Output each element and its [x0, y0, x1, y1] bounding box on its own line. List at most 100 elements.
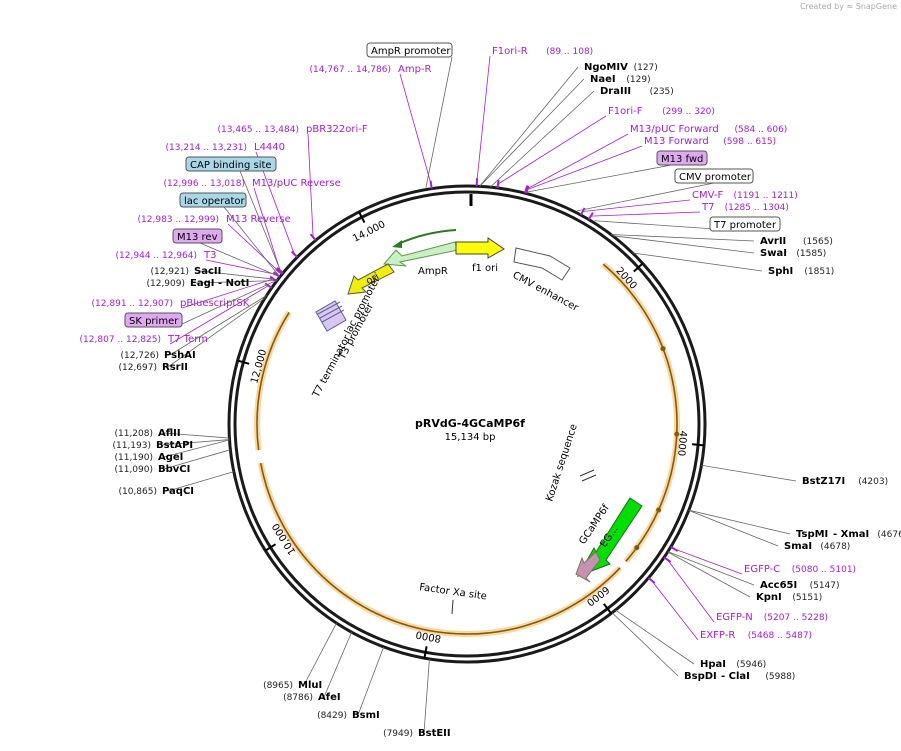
ori-feature[interactable] [347, 263, 395, 295]
site-name: SphI [768, 266, 793, 277]
site-position: (4676) [877, 530, 901, 540]
site-draiii[interactable]: DraIII(235) [600, 86, 674, 97]
site-hpai[interactable]: HpaI(5946) [700, 659, 766, 670]
leader-agei [163, 439, 230, 458]
primer-leader-f1ori-r [476, 55, 491, 183]
leader-paqci [167, 471, 234, 492]
site-avrii[interactable]: AvrII(1565) [760, 236, 833, 247]
site-name: BspDI [684, 671, 717, 682]
primer-cmv-f[interactable]: CMV-F(1191 .. 1211) [692, 190, 798, 201]
primer-m13-reverse[interactable]: M13 Reverse(12,983 .. 12,999) [138, 214, 291, 225]
site-name: DraIII [600, 86, 631, 97]
cmv-enhancer-feature[interactable] [513, 247, 571, 281]
site-rsrii[interactable]: RsrII(12,697) [118, 362, 188, 373]
primer-m13-forward[interactable]: M13 Forward(598 .. 615) [644, 136, 776, 147]
site-bsmi[interactable]: BsmI(8429) [317, 710, 380, 721]
box-cmv-promoter[interactable]: CMV promoter [674, 168, 754, 184]
primer-name: F1ori-R [492, 46, 528, 57]
orange-arc-gene-3[interactable] [256, 311, 290, 451]
ampr-feature[interactable] [382, 241, 459, 267]
box-ampr-promoter[interactable]: AmpR promoter [366, 42, 453, 58]
svg-text:CMV promoter: CMV promoter [679, 172, 752, 183]
site-eagi[interactable]: EagI - NotI(12,909) [146, 278, 249, 289]
site-sacii[interactable]: SacII(12,921) [150, 266, 221, 277]
site-name: RsrII [162, 362, 188, 373]
site-position: (11,090) [114, 465, 153, 475]
site-tspmi[interactable]: TspMI- XmaI(4676) [796, 529, 901, 540]
primer-leader-amp-r [399, 73, 432, 185]
primer-leader-cmv-f [582, 199, 691, 212]
box-leader-1 [425, 56, 453, 188]
gcamp6f-arrow[interactable] [575, 551, 601, 583]
site-position: (5988) [765, 672, 795, 682]
box-sk-primer[interactable]: SK primer [124, 312, 183, 328]
site-bstapi[interactable]: BstAPI(11,193) [112, 440, 193, 451]
primer-pbluescriptsk[interactable]: pBluescriptSK(12,891 .. 12,907) [92, 298, 250, 309]
credit-prefix: Created by [799, 2, 844, 11]
leader-mlui [303, 622, 337, 686]
site-aflii[interactable]: AflII(11,208) [114, 428, 180, 439]
leader-smai [688, 509, 779, 547]
site-mlui[interactable]: MluI(8965) [263, 680, 322, 691]
site-bbvci[interactable]: BbvCI(11,090) [114, 464, 190, 475]
primer-leader-m13-forward [527, 145, 643, 190]
site-agei[interactable]: AgeI(11,190) [114, 452, 183, 463]
primer-t7-term[interactable]: T7 Term(12,807 .. 12,825) [80, 334, 208, 345]
primer-l4440[interactable]: L4440(13,214 .. 13,231) [166, 142, 285, 153]
site-afei[interactable]: AfeI(8786) [283, 692, 341, 703]
site-pshai[interactable]: PshAI(12,726) [120, 350, 195, 361]
tick-label-14000: 14,000 [351, 219, 387, 245]
svg-text:CAP binding site: CAP binding site [190, 160, 272, 171]
leader-hpai [615, 609, 695, 665]
primer-name: EGFP-C [744, 564, 780, 575]
tick-mark-10000 [264, 543, 277, 552]
orange-arc-gene-2[interactable] [259, 462, 621, 635]
site-position: (12,909) [146, 279, 185, 289]
ampr-direction-arrowhead [392, 240, 402, 248]
primer-m13-puc-reverse[interactable]: M13/pUC Reverse(12,996 .. 13,018) [164, 178, 341, 189]
box-lac-operator[interactable]: lac operator [179, 192, 247, 208]
site-bsteii[interactable]: BstEII(7949) [383, 728, 451, 739]
site-bspdi[interactable]: BspDI- ClaI(5988) [684, 671, 795, 682]
primer-pbr322ori-f[interactable]: pBR322ori-F(13,465 .. 13,484) [218, 124, 368, 135]
site-paqci[interactable]: PaqCI(10,865) [118, 486, 194, 497]
primer-amp-r[interactable]: Amp-R(14,767 .. 14,786) [310, 64, 432, 75]
primer-egfp-n[interactable]: EGFP-N(5207 .. 5228) [716, 612, 828, 623]
primer-t7[interactable]: T7(1285 .. 1304) [701, 202, 789, 213]
primer-m13-puc-forward[interactable]: M13/pUC Forward(584 .. 606) [630, 124, 787, 135]
site-ngomiv[interactable]: NgoMIV(127) [584, 62, 658, 73]
leader-bspdi [611, 612, 679, 677]
promoter-cluster [315, 300, 347, 332]
leader-acc65i [667, 551, 755, 586]
primer-name: M13/pUC Forward [630, 124, 719, 135]
box-cap-binding-site[interactable]: CAP binding site [185, 156, 277, 172]
primer-site-f1ori-f [496, 179, 500, 189]
site-name: BstAPI [156, 440, 193, 451]
site-acc65i[interactable]: Acc65I(5147) [760, 580, 840, 591]
primer-site-m13-reverse [275, 268, 283, 275]
site-swai[interactable]: SwaI(1585) [760, 248, 826, 259]
site-smai[interactable]: SmaI(4678) [784, 541, 850, 552]
primer-name: M13 Forward [644, 136, 709, 147]
primer-egfp-c[interactable]: EGFP-C(5080 .. 5101) [744, 564, 856, 575]
primer-f1ori-r[interactable]: F1ori-R(89 .. 108) [492, 46, 593, 57]
primer-f1ori-f[interactable]: F1ori-F(299 .. 320) [608, 106, 715, 117]
ampr-label: AmpR [418, 266, 448, 277]
box-m13-fwd[interactable]: M13 fwd [656, 150, 708, 166]
primer-site-t7-term [264, 282, 273, 289]
site-position: (5147) [810, 581, 840, 591]
site-kpni[interactable]: KpnI(5151) [756, 592, 822, 603]
f1-ori-feature[interactable] [455, 237, 505, 259]
orange-arc-gene-1[interactable] [602, 263, 678, 562]
ori-label: ori [364, 271, 381, 287]
site-bstz17i[interactable]: BstZ17I(4203) [802, 476, 888, 487]
site-sphi[interactable]: SphI(1851) [768, 266, 834, 277]
backbone-outer [227, 184, 707, 664]
box-t7-promoter[interactable]: T7 promoter [709, 216, 781, 232]
snapgene-logo-icon: ≈ [846, 2, 854, 11]
primer-exfp-r[interactable]: EXFP-R(5468 .. 5487) [700, 630, 812, 641]
site-naei[interactable]: NaeI(129) [590, 74, 651, 85]
site-name: AflII [158, 428, 181, 439]
primer-t3[interactable]: T3(12,944 .. 12,964) [116, 250, 217, 261]
box-m13-rev[interactable]: M13 rev [172, 228, 223, 244]
